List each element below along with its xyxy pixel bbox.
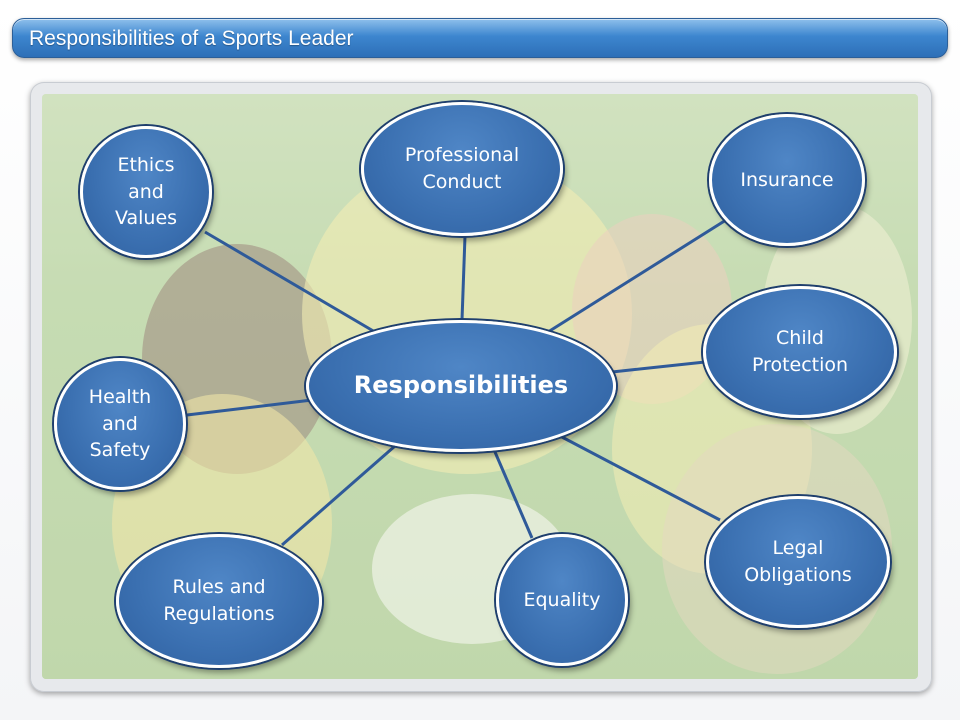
node-health-and-safety: Health and Safety — [54, 358, 186, 490]
connector-equality — [493, 451, 534, 539]
connector-rules — [281, 444, 396, 547]
slide-title: Responsibilities of a Sports Leader — [29, 27, 354, 50]
connector-legal — [559, 434, 721, 522]
node-responsibilities-center: Responsibilities — [306, 320, 616, 452]
node-professional-conduct: Professional Conduct — [361, 102, 563, 236]
node-child-protection: Child Protection — [703, 286, 897, 418]
node-ethics-and-values: Ethics and Values — [80, 126, 212, 258]
connector-ethics — [204, 230, 376, 334]
title-bar: Responsibilities of a Sports Leader — [12, 18, 948, 58]
node-equality: Equality — [496, 534, 628, 666]
connector-health — [186, 398, 313, 417]
node-legal-obligations: Legal Obligations — [706, 496, 890, 628]
connector-professional — [460, 235, 467, 321]
node-insurance: Insurance — [709, 114, 865, 246]
connector-child — [611, 360, 706, 374]
node-rules-and-regulations: Rules and Regulations — [116, 534, 322, 668]
connector-insurance — [547, 218, 727, 334]
